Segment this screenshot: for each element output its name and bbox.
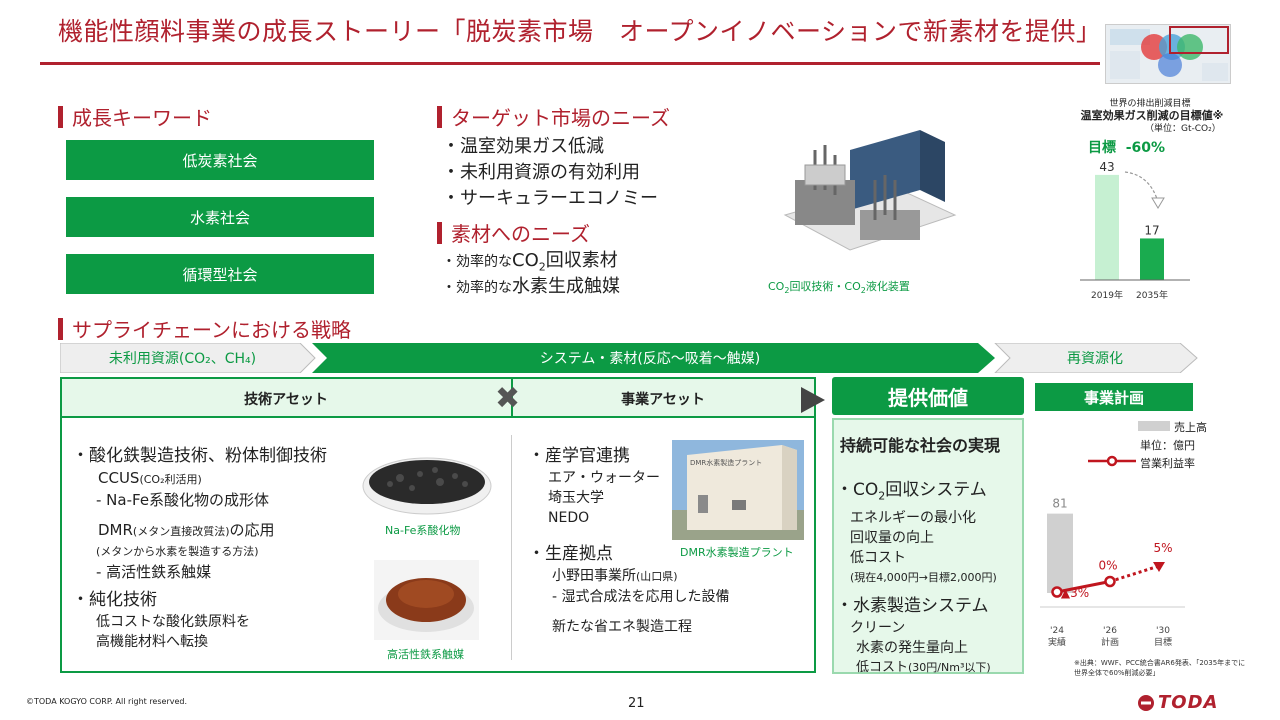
asset-column-divider — [511, 435, 512, 660]
keyword-low-carbon: 低炭素社会 — [66, 140, 374, 180]
ghg-bar-chart: 43 2019年 17 2035年 — [1080, 160, 1190, 301]
sales-bar-value: 81 — [1052, 497, 1067, 511]
dmr-caption: DMR水素製造プラント — [680, 546, 794, 559]
target-item-circular: ・サーキュラーエコノミー — [442, 188, 658, 209]
source-note: ※出典：WWF、PCC統合書AR6発表、「2035年までに 世界全体で60%削減… — [1074, 659, 1246, 677]
ghg-bar-value-0: 43 — [1099, 160, 1114, 174]
biz-text: ・産学官連携 エア・ウォーター 埼玉大学 NEDO ・生産拠点 小野田事業所(山… — [528, 446, 730, 635]
margin-label-1: 0% — [1098, 559, 1117, 573]
catalyst-caption: 高活性鉄系触媒 — [387, 648, 464, 661]
section-heading-keywords: 成長キーワード — [58, 102, 212, 131]
plan-x-label-1: 計画 — [1101, 636, 1119, 648]
keyword-hydrogen: 水素社会 — [66, 197, 374, 237]
value-panel — [832, 418, 1024, 674]
section-heading-material: 素材へのニーズ — [437, 218, 590, 247]
ghg-x-label-0: 2019年 — [1091, 289, 1123, 301]
ghg-arrow-head — [1151, 197, 1165, 209]
ghg-bar-value-1: 17 — [1144, 223, 1159, 237]
title-divider — [40, 62, 1100, 65]
plan-header: 事業計画 — [1035, 383, 1193, 411]
dmr-building-sign: DMR水素製造プラント — [690, 459, 763, 467]
ghg-bar-1 — [1140, 238, 1164, 280]
arrow-recycling: 再資源化 — [1067, 351, 1123, 367]
toda-logo: TODA — [1137, 692, 1218, 713]
page-title: 機能性顔料事業の成長ストーリー「脱炭素市場 オープンイノベーションで新素材を提供… — [58, 17, 1102, 46]
target-item-resource: ・未利用資源の有効利用 — [442, 162, 640, 183]
iron-catalyst-photo — [374, 560, 479, 640]
material-item-co2: ・効率的なCO2回収素材 — [442, 250, 618, 274]
margin-label-0: ▲3% — [1061, 586, 1089, 600]
asset-header-divider — [511, 379, 513, 418]
ghg-chart-top-label: 世界の排出削減目標 — [1109, 99, 1191, 109]
ghg-chart-unit: （単位：Gt-CO₂） — [1145, 124, 1221, 134]
value-header-bg — [832, 377, 1024, 415]
plan-x-year-0: '24 — [1050, 626, 1064, 636]
material-item-h2: ・効率的な水素生成触媒 — [442, 276, 620, 297]
target-item-ghg: ・温室効果ガス低減 — [442, 136, 604, 157]
value-subtitle: 持続可能な社会の実現 — [840, 436, 1001, 455]
legend-margin: 営業利益率 — [1140, 457, 1195, 470]
na-fe-oxide-photo — [362, 457, 492, 515]
keyword-circular: 循環型社会 — [66, 254, 374, 294]
equipment-caption: CO2回収技術・CO2液化装置 — [768, 280, 910, 296]
margin-line-plan — [1109, 564, 1160, 583]
legend-sales: 売上高 — [1174, 421, 1207, 434]
dmr-plant-photo — [672, 440, 804, 540]
value-text: ・CO2回収システム エネルギーの最小化 回収量の向上 低コスト (現在4,00… — [836, 480, 997, 676]
ghg-target: 目標 -60% — [1088, 140, 1166, 156]
tech-text: ・酸化鉄製造技術、粉体制御技術 CCUS(CO₂利活用) - Na-Fe系酸化物… — [72, 446, 327, 650]
biz-asset-header: 事業アセット — [621, 391, 705, 408]
tech-asset-header: 技術アセット — [244, 391, 328, 408]
plan-x-year-2: '30 — [1156, 626, 1170, 636]
logo-mark-icon — [1138, 694, 1154, 711]
arrow-system-material: システム・素材(反応～吸着～触媒) — [539, 351, 761, 367]
section-heading-target: ターゲット市場のニーズ — [437, 102, 670, 131]
section-heading-supply: サプライチェーンにおける戦略 — [58, 314, 351, 343]
legend-margin-swatch — [1088, 455, 1136, 467]
margin-point-0 — [1051, 586, 1063, 598]
page-number: 21 — [628, 696, 645, 711]
play-arrow-icon — [801, 387, 825, 413]
ghg-chart-title: 温室効果ガス削減の目標値※ — [1080, 109, 1224, 122]
plan-x-label-0: 実績 — [1048, 636, 1066, 648]
navigation-thumbnail[interactable] — [1105, 24, 1231, 84]
asset-header-bar — [62, 379, 814, 418]
cross-icon: ✖ — [495, 381, 521, 416]
ghg-trend-arrow — [1124, 171, 1159, 203]
co2-equipment-illustration — [783, 130, 957, 251]
legend-unit: 単位：億円 — [1140, 439, 1195, 452]
plan-x-year-1: '26 — [1103, 626, 1117, 636]
asset-panel — [60, 377, 816, 673]
margin-line-actual — [1056, 580, 1111, 594]
value-header: 提供価値 — [888, 385, 968, 410]
copyright: ©TODA KOGYO CORP. All right reserved. — [26, 697, 188, 706]
sales-bar — [1047, 513, 1073, 593]
na-fe-caption: Na-Fe系酸化物 — [385, 524, 461, 537]
margin-arrow-head — [1153, 562, 1165, 572]
margin-label-2: 5% — [1153, 541, 1172, 555]
ghg-x-label-1: 2035年 — [1136, 289, 1168, 301]
plan-x-label-2: 目標 — [1154, 636, 1172, 648]
legend-sales-swatch — [1138, 421, 1170, 431]
arrow-unused-resources: 未利用資源(CO₂、CH₄) — [108, 351, 257, 367]
margin-point-1 — [1104, 575, 1116, 588]
thumbnail-graphic — [1110, 26, 1229, 81]
ghg-bar-0 — [1095, 174, 1119, 280]
supply-chain-arrows — [60, 343, 1198, 373]
